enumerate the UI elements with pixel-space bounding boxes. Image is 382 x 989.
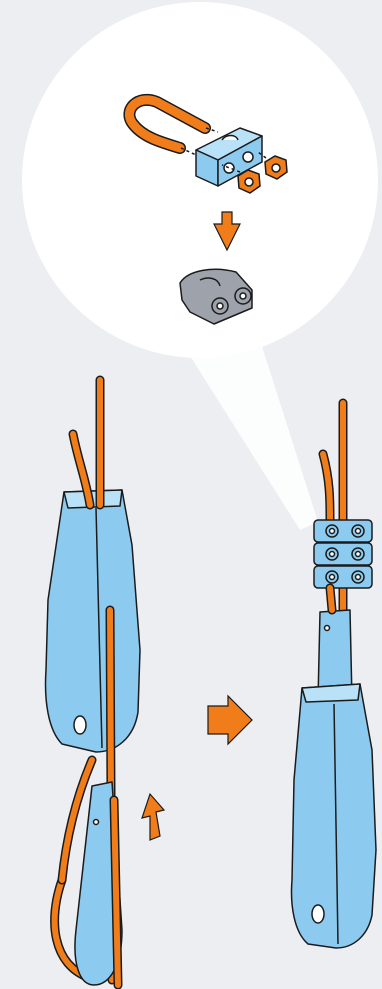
installed-clip (314, 543, 372, 565)
installed-clip (314, 566, 372, 588)
cable-right-tail (330, 588, 332, 610)
wedge-socket-left (46, 490, 140, 752)
installed-clip (314, 520, 372, 542)
cable-left-front (114, 800, 118, 985)
